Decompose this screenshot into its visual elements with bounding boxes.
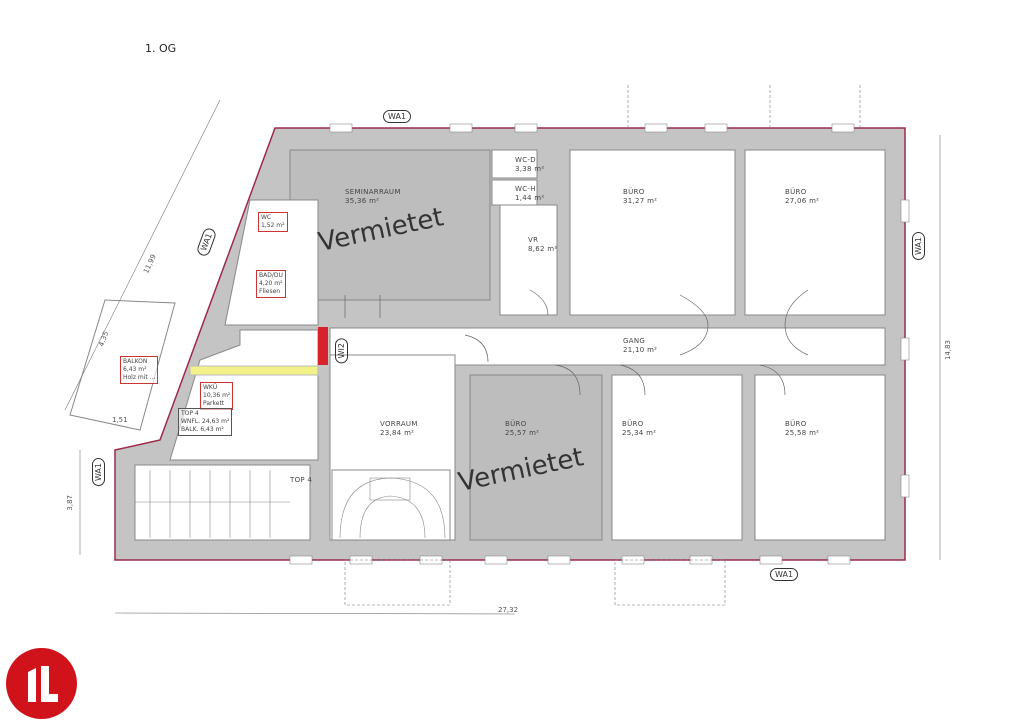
room-buero-2	[744, 149, 886, 316]
door-swings	[344, 289, 809, 396]
wall-tag-right: WA1	[912, 232, 925, 261]
company-logo	[6, 648, 77, 719]
label-top4-entry: TOP 4	[290, 476, 313, 484]
dimension-height: 14,83	[944, 340, 952, 361]
dimension-left: 3,87	[66, 495, 74, 511]
fire-door	[318, 327, 328, 365]
room-buero-rented	[469, 374, 603, 541]
wall-tag-left: WA1	[92, 458, 105, 487]
room-vr	[499, 204, 558, 316]
room-top4	[169, 329, 319, 461]
dimension-lines	[79, 85, 941, 615]
highlight-strip	[189, 365, 319, 376]
floor-label: 1. OG	[145, 42, 177, 55]
staircase	[134, 464, 311, 541]
dimension-balkon-2: 1,51	[112, 416, 128, 424]
wall-tag-interior: WI2	[335, 338, 348, 364]
room-buero-4	[754, 374, 886, 541]
staircase-vorraum	[331, 469, 451, 541]
wall-tag-top: WA1	[383, 110, 412, 123]
wall-tag-bottom: WA1	[770, 568, 799, 581]
room-seminarraum	[289, 149, 491, 301]
dimension-width: 27,32	[498, 606, 519, 614]
room-buero-1	[569, 149, 736, 316]
logo-mark-icon	[28, 666, 58, 702]
room-top4-bath	[224, 199, 319, 326]
room-wc-d	[491, 149, 538, 179]
room-wc-h	[491, 179, 538, 206]
room-buero-3	[611, 374, 743, 541]
